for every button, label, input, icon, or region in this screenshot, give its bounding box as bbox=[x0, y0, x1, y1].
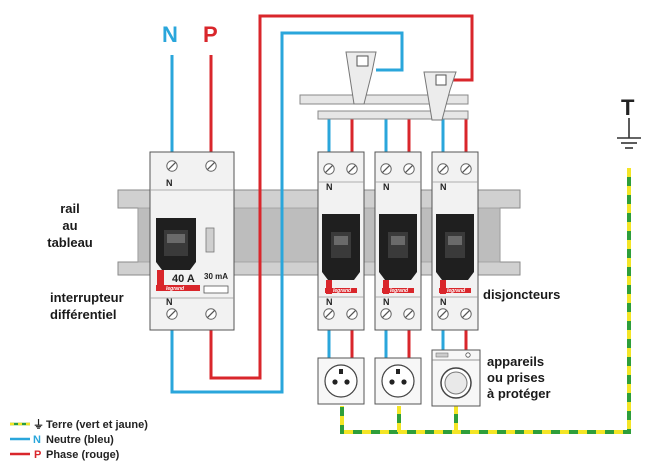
screw-icon bbox=[166, 160, 178, 172]
comb-busbar bbox=[299, 51, 469, 121]
rcd-terminal-bottom-label: N bbox=[166, 297, 173, 307]
legend-item-phase: P Phase (rouge) bbox=[10, 449, 120, 461]
rail-label-line: rail bbox=[60, 201, 80, 216]
breaker-terminal-bottom-label: N bbox=[440, 297, 447, 307]
breaker-brand: legrand bbox=[333, 288, 352, 294]
breaker-brand: legrand bbox=[390, 288, 409, 294]
screw-icon bbox=[437, 163, 449, 175]
rcd-label-line: interrupteur bbox=[50, 290, 124, 305]
legend-label: Neutre (bleu) bbox=[46, 434, 114, 446]
screw-icon bbox=[205, 308, 217, 320]
screw-icon bbox=[205, 160, 217, 172]
legend-label: Phase (rouge) bbox=[46, 449, 120, 461]
phase-wiring bbox=[209, 14, 474, 380]
screw-icon bbox=[346, 163, 358, 175]
screw-icon bbox=[323, 308, 335, 320]
rcd-brand: legrand bbox=[166, 286, 185, 292]
screw-icon bbox=[166, 308, 178, 320]
breaker-terminal-top-label: N bbox=[440, 182, 447, 192]
rail-label-line: au bbox=[62, 218, 77, 233]
breakers-label: disjoncteurs bbox=[483, 287, 560, 302]
neutral-label: N bbox=[162, 22, 178, 47]
neutral-wiring bbox=[170, 31, 445, 394]
legend-item-neutral: N Neutre (bleu) bbox=[10, 434, 114, 446]
earth-legend-symbol: ⏚ bbox=[33, 418, 44, 431]
breaker-terminal-bottom-label: N bbox=[383, 297, 390, 307]
earth-label: T bbox=[621, 95, 635, 120]
rail-label-line: tableau bbox=[47, 235, 93, 250]
screw-icon bbox=[346, 308, 358, 320]
breaker-module: N N legrand bbox=[431, 151, 479, 331]
phase-label: P bbox=[203, 22, 218, 47]
earth-symbol-icon bbox=[617, 118, 641, 149]
appliances-label-line: à protéger bbox=[487, 386, 551, 401]
legend: ⏚ Terre (vert et jaune) N Neutre (bleu) … bbox=[6, 415, 166, 467]
rcd-sensitivity: 30 mA bbox=[204, 272, 228, 281]
rcd-rating: 40 A bbox=[172, 273, 195, 285]
appliances-label-line: appareils bbox=[487, 354, 544, 369]
appliances-label-line: ou prises bbox=[487, 370, 545, 385]
neutral-legend-symbol: N bbox=[33, 434, 41, 446]
rcd-label-line: différentiel bbox=[50, 307, 116, 322]
phase-legend-symbol: P bbox=[34, 449, 41, 461]
breaker-terminal-top-label: N bbox=[383, 182, 390, 192]
socket-icon bbox=[374, 357, 422, 405]
breaker-module: N N legrand bbox=[374, 151, 422, 331]
rcd-terminal-top-label: N bbox=[166, 178, 173, 188]
screw-icon bbox=[380, 308, 392, 320]
legend-item-earth: ⏚ Terre (vert et jaune) bbox=[10, 418, 148, 431]
screw-icon bbox=[380, 163, 392, 175]
breaker-terminal-bottom-label: N bbox=[326, 297, 333, 307]
screw-icon bbox=[323, 163, 335, 175]
breaker-module: N N legrand bbox=[317, 151, 365, 331]
washing-machine-icon bbox=[431, 349, 481, 407]
socket-icon bbox=[317, 357, 365, 405]
screw-icon bbox=[437, 308, 449, 320]
screw-icon bbox=[460, 163, 472, 175]
screw-icon bbox=[403, 163, 415, 175]
legend-label: Terre (vert et jaune) bbox=[46, 419, 148, 431]
rcd-module: N N 40 A 30 mA legrand bbox=[149, 151, 235, 331]
screw-icon bbox=[403, 308, 415, 320]
screw-icon bbox=[460, 308, 472, 320]
earth-wire bbox=[340, 168, 631, 434]
breaker-terminal-top-label: N bbox=[326, 182, 333, 192]
breaker-brand: legrand bbox=[447, 288, 466, 294]
